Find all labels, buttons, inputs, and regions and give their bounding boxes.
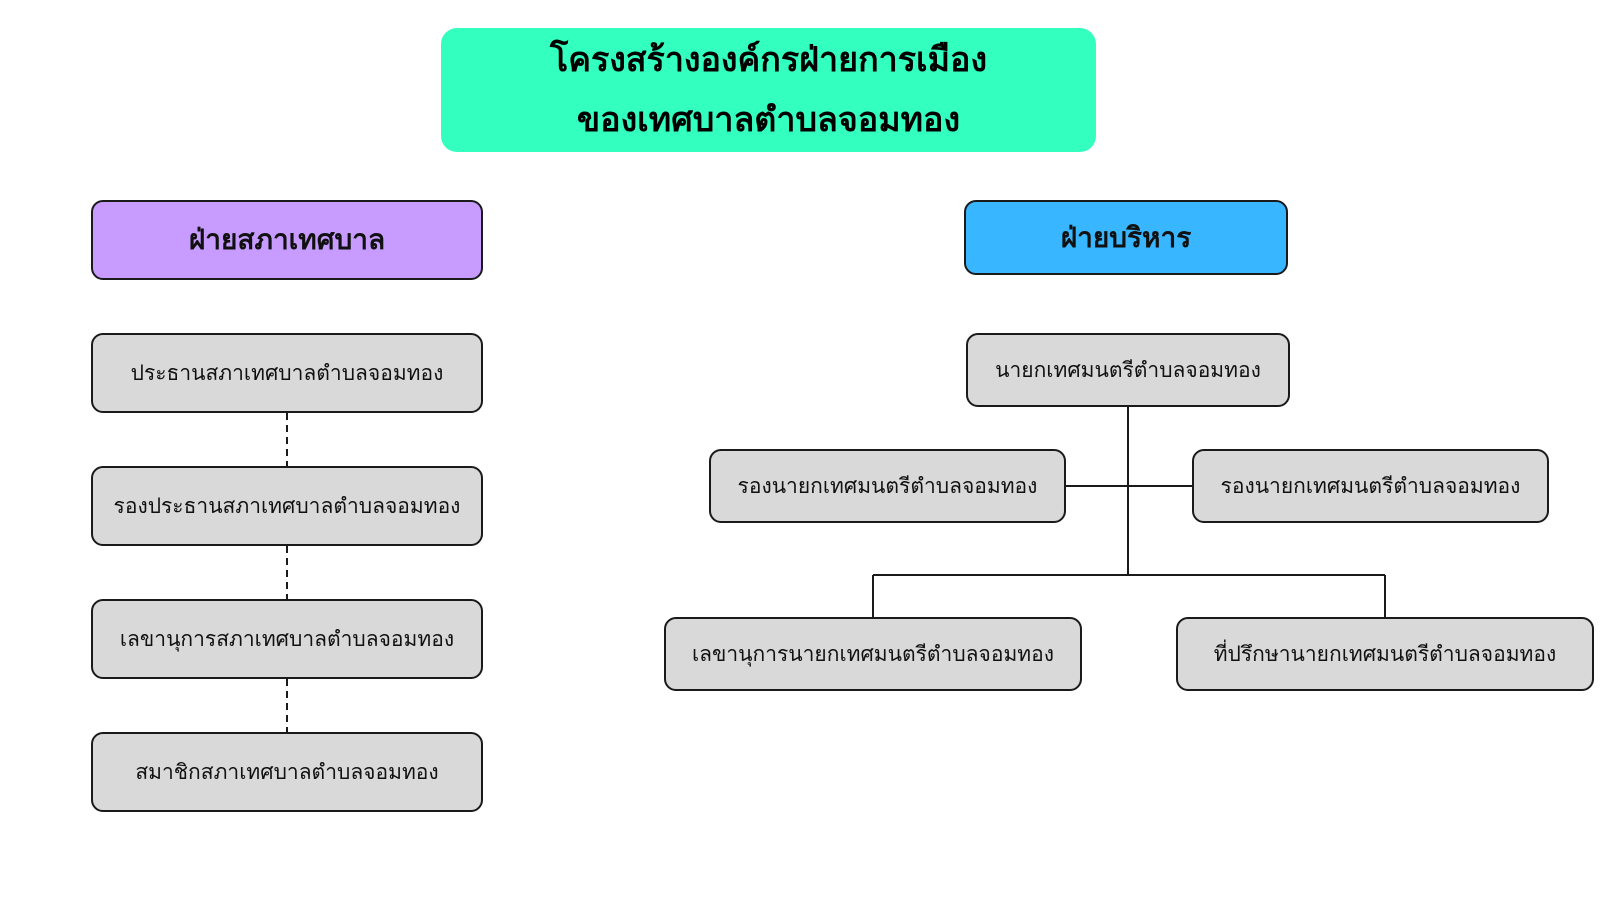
council-secretary-label: เลขานุการสภาเทศบาลตำบลจอมทอง	[119, 626, 455, 651]
mayor-node: นายกเทศมนตรีตำบลจอมทอง	[966, 333, 1290, 407]
deputy-mayor-right-node: รองนายกเทศมนตรีตำบลจอมทอง	[1192, 449, 1549, 523]
deputy-mayor-left-label: รองนายกเทศมนตรีตำบลจอมทอง	[737, 473, 1038, 498]
mayor-advisor-node: ที่ปรึกษานายกเทศมนตรีตำบลจอมทอง	[1176, 617, 1594, 691]
council-member-node: สมาชิกสภาเทศบาลตำบลจอมทอง	[91, 732, 483, 812]
council-vice-chair-label: รองประธานสภาเทศบาลตำบลจอมทอง	[113, 493, 461, 518]
chart-title-line-2: ของเทศบาลตำบลจอมทอง	[576, 100, 961, 140]
mayor-secretary-label: เลขานุการนายกเทศมนตรีตำบลจอมทอง	[691, 641, 1055, 666]
mayor-advisor-label: ที่ปรึกษานายกเทศมนตรีตำบลจอมทอง	[1213, 641, 1557, 666]
council-section-label: ฝ่ายสภาเทศบาล	[188, 223, 386, 256]
council-secretary-node: เลขานุการสภาเทศบาลตำบลจอมทอง	[91, 599, 483, 679]
mayor-label: นายกเทศมนตรีตำบลจอมทอง	[995, 357, 1261, 382]
council-chair-label: ประธานสภาเทศบาลตำบลจอมทอง	[130, 360, 444, 385]
council-chair-node: ประธานสภาเทศบาลตำบลจอมทอง	[91, 333, 483, 413]
deputy-mayor-left-node: รองนายกเทศมนตรีตำบลจอมทอง	[709, 449, 1066, 523]
council-member-label: สมาชิกสภาเทศบาลตำบลจอมทอง	[135, 759, 439, 784]
executive-section-label: ฝ่ายบริหาร	[1060, 220, 1192, 254]
council-vice-chair-node: รองประธานสภาเทศบาลตำบลจอมทอง	[91, 466, 483, 546]
council-section-header: ฝ่ายสภาเทศบาล	[91, 200, 483, 280]
chart-title-box: โครงสร้างองค์กรฝ่ายการเมือง ของเทศบาลตำบ…	[441, 28, 1096, 152]
deputy-mayor-right-label: รองนายกเทศมนตรีตำบลจอมทอง	[1220, 473, 1521, 498]
mayor-secretary-node: เลขานุการนายกเทศมนตรีตำบลจอมทอง	[664, 617, 1082, 691]
executive-section-header: ฝ่ายบริหาร	[964, 200, 1288, 275]
chart-title-line-1: โครงสร้างองค์กรฝ่ายการเมือง	[549, 40, 988, 80]
